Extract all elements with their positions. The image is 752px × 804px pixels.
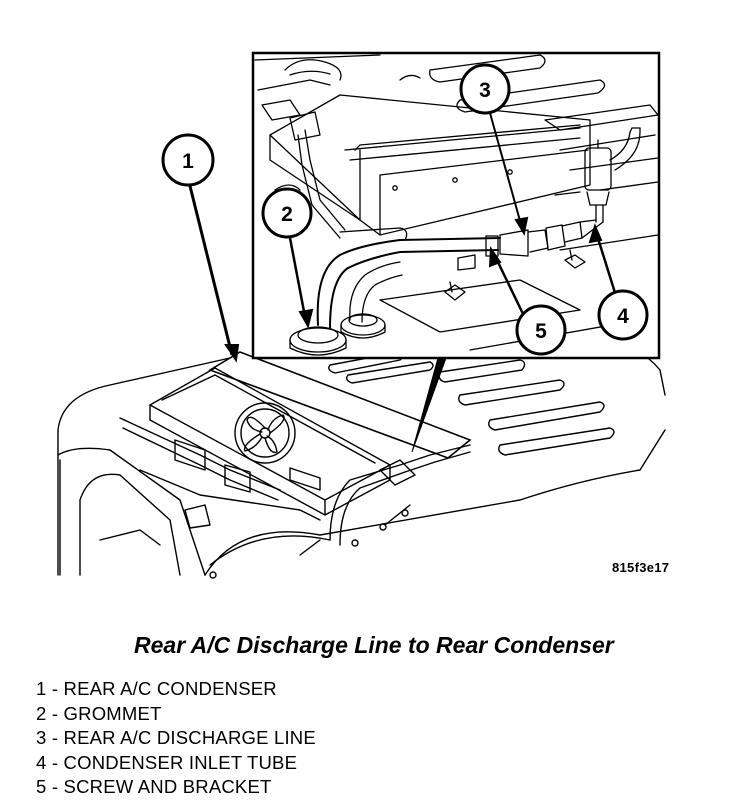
callout-3-number: 3 xyxy=(479,79,491,102)
legend-item-label: CONDENSER INLET TUBE xyxy=(63,751,298,773)
legend-item: 1 - REAR A/C CONDENSER xyxy=(36,678,277,699)
legend-item-label: REAR A/C CONDENSER xyxy=(63,678,277,699)
callout-1-number: 1 xyxy=(182,150,194,173)
legend-item-number: 3 xyxy=(36,727,47,748)
callout-leaders xyxy=(188,112,618,363)
figure-code: 815f3e17 xyxy=(612,560,670,575)
legend-item-label: GROMMET xyxy=(63,702,162,724)
legend-list: 1 - REAR A/C CONDENSER 2 - GROMMET 3 - R… xyxy=(36,677,316,800)
callout-5-number: 5 xyxy=(535,320,547,343)
legend-item: 5 - SCREW AND BRACKET xyxy=(36,776,272,797)
legend-item: 2 - GROMMET xyxy=(36,702,162,724)
detail-inset xyxy=(251,51,661,360)
technical-illustration: 1 2 3 4 5 xyxy=(57,51,666,579)
legend-item-number: 1 xyxy=(36,678,47,699)
magnified-area-outline xyxy=(208,351,472,459)
callout-5: 5 xyxy=(515,304,567,356)
legend-item-number: 2 xyxy=(36,702,47,724)
figure-title: Rear A/C Discharge Line to Rear Condense… xyxy=(134,632,614,658)
callout-4: 4 xyxy=(597,289,649,341)
callout-2-number: 2 xyxy=(281,203,293,226)
callout-3: 3 xyxy=(459,63,511,115)
legend-item: 3 - REAR A/C DISCHARGE LINE xyxy=(36,727,316,748)
legend-item-number: 4 xyxy=(36,751,47,773)
legend-item-number: 5 xyxy=(36,776,47,797)
vehicle-roof-drawing xyxy=(57,339,666,579)
callout-4-number: 4 xyxy=(617,305,629,328)
callout-1: 1 xyxy=(161,133,215,187)
callout-2: 2 xyxy=(261,187,313,239)
legend-item: 4 - CONDENSER INLET TUBE xyxy=(36,751,298,773)
legend-item-label: SCREW AND BRACKET xyxy=(63,776,272,797)
legend-item-label: REAR A/C DISCHARGE LINE xyxy=(63,727,316,748)
